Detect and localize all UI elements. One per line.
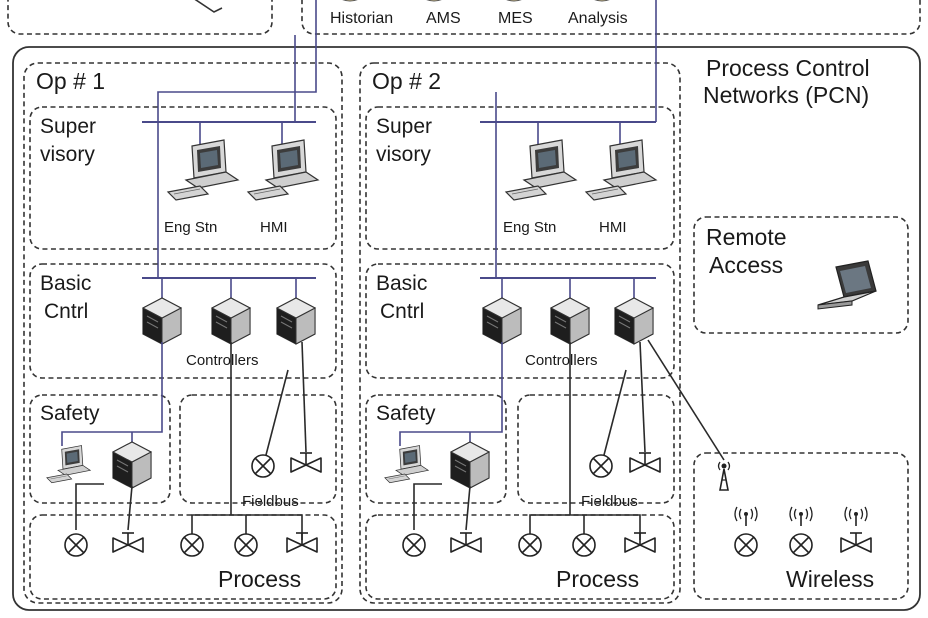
- op-1-safety-label: Safety: [40, 402, 100, 425]
- op-1-basic-zone: [29, 263, 337, 379]
- controller-icon: [276, 297, 316, 345]
- workstation-icon: [167, 139, 239, 201]
- valve-icon: [286, 532, 318, 553]
- op-1-supervisory-line1: Super: [40, 115, 96, 138]
- op-1-supervisory-zone: [29, 106, 337, 250]
- laptop-icon: [817, 260, 877, 310]
- antenna-icon: [734, 506, 758, 527]
- workstation-icon: [247, 139, 319, 201]
- sensor-icon: [251, 454, 275, 478]
- sensor-icon: [64, 533, 88, 557]
- sensor-icon: [518, 533, 542, 557]
- op-2-safety-label: Safety: [376, 402, 436, 425]
- op-1-eng-stn-label: Eng Stn: [164, 219, 217, 236]
- op-1-controllers-label: Controllers: [186, 352, 259, 369]
- antenna-icon: [844, 506, 868, 527]
- pcn-frame: [12, 46, 921, 611]
- controller-icon: [550, 297, 590, 345]
- laptop-partial-icon: [194, 0, 223, 13]
- controller-icon: [482, 297, 522, 345]
- op-1-basic-line1: Basic: [40, 272, 91, 295]
- database-icon: [342, 0, 610, 2]
- op-2-process-zone: [365, 514, 675, 600]
- op-1-hmi-label: HMI: [260, 219, 288, 236]
- sensor-icon: [234, 533, 258, 557]
- enterprise-zone-left: [7, 0, 273, 35]
- sensor-icon: [402, 533, 426, 557]
- pcn-title-line2: Networks (PCN): [703, 82, 869, 108]
- remote-line1: Remote: [706, 224, 787, 250]
- op-1-basic-line2: Cntrl: [44, 300, 88, 323]
- op-1-process-zone: [29, 514, 337, 600]
- op-2-controllers-label: Controllers: [525, 352, 598, 369]
- remote-access-zone: Remote Access: [693, 216, 909, 334]
- sensor-icon: [789, 533, 813, 557]
- op-2-field-zone: [517, 394, 675, 504]
- op-2-supervisory-line2: visory: [376, 143, 431, 166]
- top-item-analysis: Analysis: [568, 10, 628, 27]
- workstation-icon: [384, 445, 429, 484]
- controller-icon: [142, 297, 182, 345]
- antenna-icon: [789, 506, 813, 527]
- sensor-icon: [572, 533, 596, 557]
- op-2-basic-line2: Cntrl: [380, 300, 424, 323]
- controller-icon: [112, 441, 152, 489]
- top-item-mes: MES: [498, 10, 533, 27]
- op-2-supervisory-zone: [365, 106, 675, 250]
- op-2-fieldbus-label: Fieldbus: [581, 493, 638, 510]
- sensor-icon: [180, 533, 204, 557]
- op-1-supervisory-line2: visory: [40, 143, 95, 166]
- op-2-zone: Op # 2 Super visory Eng Stn HMI Basic Cn…: [359, 0, 725, 604]
- op-2-basic-line1: Basic: [376, 272, 427, 295]
- wireless-label: Wireless: [786, 566, 874, 592]
- sensor-icon: [734, 533, 758, 557]
- workstation-icon: [46, 445, 91, 484]
- op-2-eng-stn-label: Eng Stn: [503, 219, 556, 236]
- antenna-icon: [717, 461, 731, 491]
- op-2-title: Op # 2: [372, 68, 441, 94]
- controller-icon: [614, 297, 654, 345]
- top-item-ams: AMS: [426, 10, 461, 27]
- op-2-process-label: Process: [556, 566, 639, 592]
- op-2-hmi-label: HMI: [599, 219, 627, 236]
- op-1-fieldbus-label: Fieldbus: [242, 493, 299, 510]
- controller-icon: [450, 441, 490, 489]
- op-1-title: Op # 1: [36, 68, 105, 94]
- valve-icon: [112, 532, 144, 553]
- op-2-basic-zone: [365, 263, 675, 379]
- op-1-process-label: Process: [218, 566, 301, 592]
- controller-icon: [211, 297, 251, 345]
- sensor-icon: [589, 454, 613, 478]
- op-1-field-zone: [179, 394, 337, 504]
- workstation-icon: [585, 139, 657, 201]
- pcn-title-line1: Process Control: [706, 55, 870, 81]
- valve-icon: [624, 532, 656, 553]
- valve-icon: [629, 452, 661, 473]
- valve-icon: [840, 532, 872, 553]
- op-2-supervisory-line1: Super: [376, 115, 432, 138]
- valve-icon: [290, 452, 322, 473]
- workstation-icon: [505, 139, 577, 201]
- top-item-historian: Historian: [330, 10, 393, 27]
- remote-line2: Access: [709, 252, 783, 278]
- wireless-zone: Wireless: [693, 452, 909, 600]
- valve-icon: [450, 532, 482, 553]
- op-1-zone: Op # 1 Super visory Eng Stn HMI Basic Cn…: [23, 0, 343, 604]
